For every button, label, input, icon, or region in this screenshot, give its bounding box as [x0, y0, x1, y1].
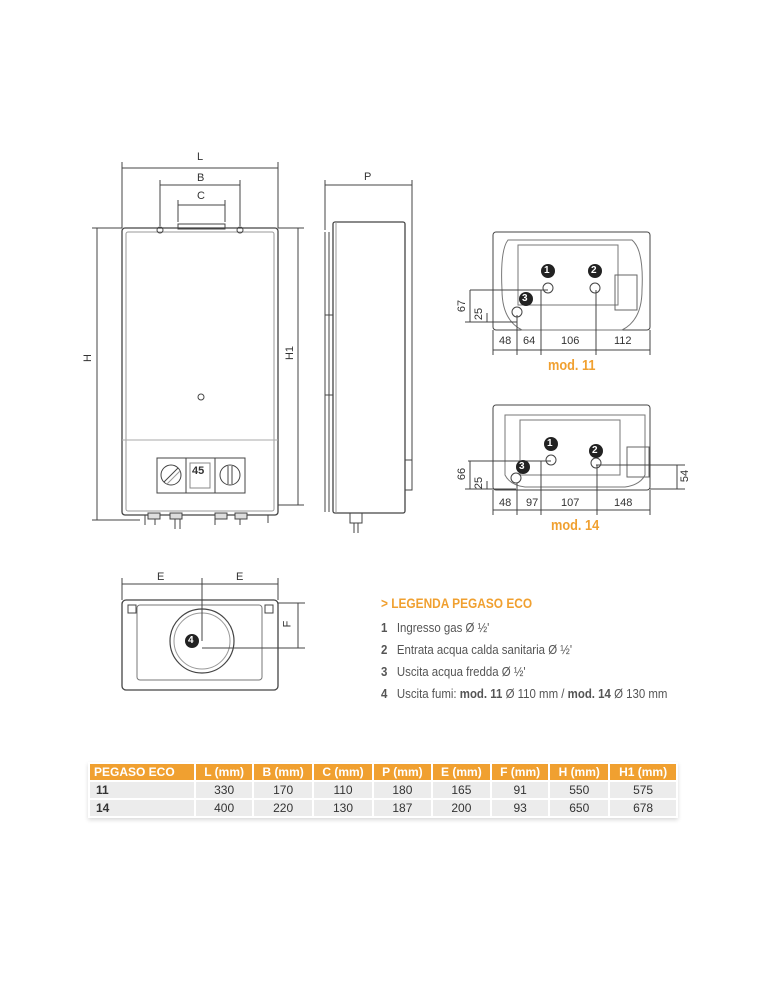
dim: 106	[561, 335, 580, 347]
legend-text: Ingresso gas Ø ½'	[396, 620, 490, 635]
header-cell: B (mm)	[254, 764, 313, 780]
label-H: H	[81, 354, 94, 362]
marker-3: 3	[522, 293, 528, 304]
dim: 48	[499, 335, 512, 347]
legend-text: Uscita fumi:	[396, 686, 460, 701]
dim: 67	[456, 299, 469, 313]
header-cell: L (mm)	[196, 764, 253, 780]
cell: 110	[314, 782, 372, 798]
cell: 220	[254, 800, 313, 816]
knob-left	[160, 464, 182, 486]
label-E-right: E	[236, 571, 244, 583]
cell: 678	[610, 800, 676, 816]
cell: 187	[373, 800, 431, 816]
control-panel	[156, 457, 246, 494]
marker-2: 2	[592, 445, 598, 456]
label-H1: H1	[284, 345, 297, 361]
legend-item: 1 Ingresso gas Ø ½'	[381, 617, 667, 639]
legend-text: Ø 110 mm /	[502, 686, 568, 701]
label-B: B	[197, 172, 205, 184]
mod11-diagram	[465, 231, 651, 355]
cell: 165	[432, 782, 490, 798]
knob-right	[219, 464, 241, 486]
legend-text: Ø 130 mm	[610, 686, 668, 701]
marker-2: 2	[591, 265, 597, 276]
legend-num: 3	[381, 664, 388, 679]
dim: 48	[499, 497, 512, 509]
dim: 54	[679, 469, 692, 483]
cell: 91	[491, 782, 549, 798]
cell: 200	[432, 800, 490, 816]
dim: 25	[473, 307, 486, 321]
marker-1: 1	[544, 265, 550, 276]
marker-4: 4	[188, 635, 194, 646]
dim: 97	[526, 497, 539, 509]
legend-item: 4 Uscita fumi: mod. 11 Ø 110 mm / mod. 14…	[381, 683, 667, 705]
table-header: PEGASO ECO L (mm) B (mm) C (mm) P (mm) E…	[90, 764, 676, 780]
legend-title: > LEGENDA PEGASO ECO	[381, 596, 533, 611]
header-cell: H (mm)	[550, 764, 609, 780]
label-P: P	[364, 171, 372, 183]
legend-item: 2 Entrata acqua calda sanitaria Ø ½'	[381, 639, 667, 661]
display-value: 45	[192, 465, 205, 477]
cell: 93	[491, 800, 549, 816]
legend-mod14: mod. 14	[567, 686, 611, 701]
header-cell: F (mm)	[491, 764, 549, 780]
label-C: C	[197, 190, 205, 202]
legend-item: 3 Uscita acqua fredda Ø ½'	[381, 661, 667, 683]
cell: 330	[196, 782, 253, 798]
side-view	[324, 180, 413, 533]
header-cell: P (mm)	[373, 764, 431, 780]
marker-3: 3	[519, 461, 525, 472]
dim: 148	[614, 497, 633, 509]
label-F: F	[281, 620, 294, 628]
mod14-title: mod. 14	[551, 517, 600, 534]
label-L: L	[197, 151, 204, 163]
header-cell: H1 (mm)	[610, 764, 676, 780]
specs-table: PEGASO ECO L (mm) B (mm) C (mm) P (mm) E…	[88, 762, 678, 818]
dim: 25	[473, 476, 486, 490]
header-cell: E (mm)	[432, 764, 490, 780]
cell: 550	[550, 782, 609, 798]
dim: 107	[561, 497, 580, 509]
marker-1: 1	[547, 438, 553, 449]
cell: 130	[314, 800, 372, 816]
legend-mod11: mod. 11	[459, 686, 503, 701]
legend-text: Entrata acqua calda sanitaria Ø ½'	[396, 642, 573, 657]
legend-num: 1	[381, 620, 388, 635]
legend-text: Uscita acqua fredda Ø ½'	[396, 664, 526, 679]
cell: 575	[610, 782, 676, 798]
cell: 170	[254, 782, 313, 798]
header-cell: PEGASO ECO	[90, 764, 195, 780]
front-view	[92, 162, 304, 529]
cell: 180	[373, 782, 431, 798]
cell: 14	[90, 800, 195, 816]
cell: 11	[90, 782, 195, 798]
legend-num: 2	[381, 642, 388, 657]
cell: 400	[196, 800, 253, 816]
label-E-left: E	[157, 571, 165, 583]
header-cell: C (mm)	[314, 764, 372, 780]
legend-num: 4	[381, 686, 388, 701]
dim: 66	[456, 467, 469, 481]
dim: 112	[614, 335, 632, 347]
dim: 64	[523, 335, 536, 347]
mod11-title: mod. 11	[548, 357, 596, 374]
bottom-view	[121, 578, 305, 691]
mod14-diagram	[465, 404, 685, 515]
cell: 650	[550, 800, 609, 816]
